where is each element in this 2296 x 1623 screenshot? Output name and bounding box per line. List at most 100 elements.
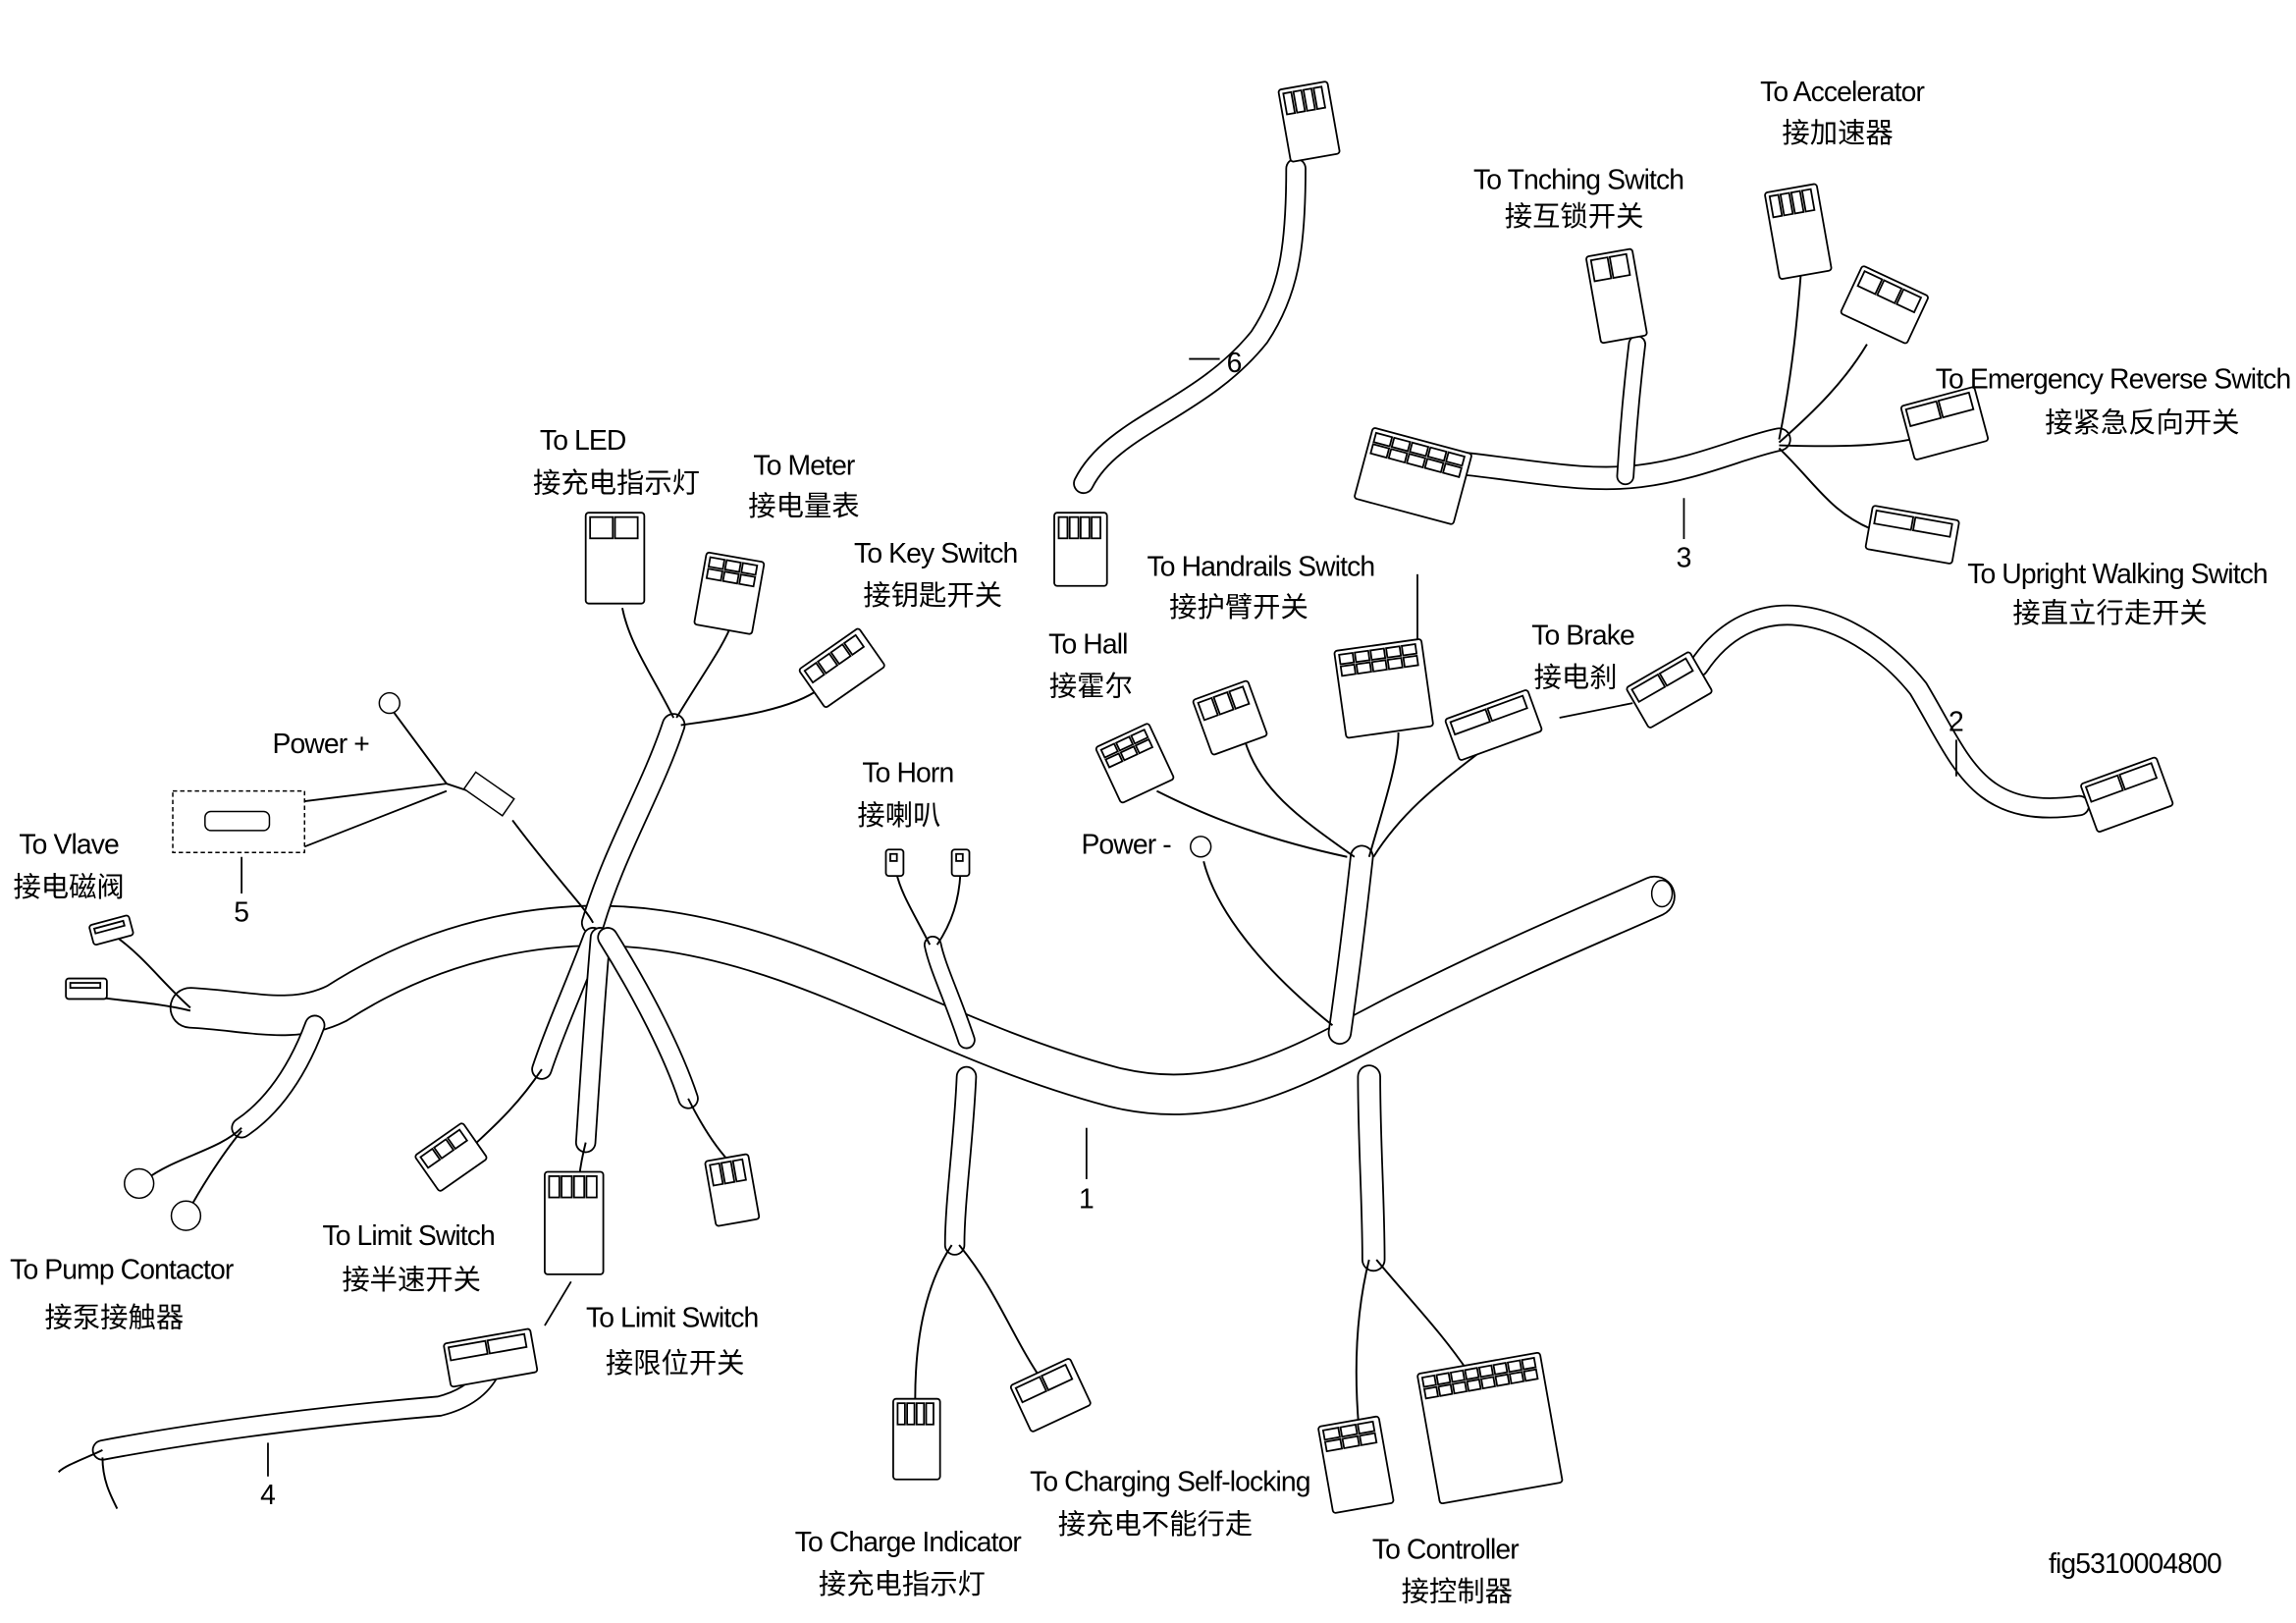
harness-1-valve-branch <box>231 1014 326 1139</box>
connector-harness-6-top <box>1277 81 1341 163</box>
label-horn-zh: 接喇叭 <box>857 800 940 832</box>
label-emergency: To Emergency Reverse Switch <box>1936 363 2291 395</box>
connector-harness-6-bottom <box>1053 512 1108 587</box>
label-accelerator: To Accelerator <box>1760 77 1924 108</box>
connector-harness-4 <box>443 1327 539 1388</box>
power-minus-ring-terminal <box>1190 836 1212 858</box>
harness-3 <box>1430 427 1791 491</box>
label-handrails: To Handrails Switch <box>1147 551 1374 582</box>
connector-inching <box>1585 247 1648 345</box>
label-led: To LED <box>540 425 626 457</box>
pump-ring-terminal <box>170 1200 202 1231</box>
figure-id: fig5310004800 <box>2049 1548 2221 1580</box>
callout-1: 1 <box>1079 1184 1095 1216</box>
label-inching-zh: 接互锁开关 <box>1505 201 1644 233</box>
labels: To Accelerator 接加速器 To Tnching Switch 接互… <box>10 77 2291 1608</box>
label-meter: To Meter <box>753 450 855 481</box>
label-hall: To Hall <box>1048 628 1127 660</box>
harness-1-handrails-branch <box>1327 844 1374 1045</box>
connector-emergency-2 <box>1899 386 1990 460</box>
fuse-detail-box <box>172 789 306 854</box>
label-limit-switch-1: To Limit Switch <box>322 1220 494 1252</box>
label-pump-contactor: To Pump Contactor <box>10 1254 234 1285</box>
callout-5: 5 <box>234 896 249 928</box>
connector-key-switch <box>798 627 885 708</box>
label-power-plus: Power + <box>272 729 369 760</box>
connector-handrails <box>1333 638 1434 739</box>
harness-1-main <box>169 875 1676 1115</box>
connector-upright <box>1864 505 1960 565</box>
power-plus-ring-terminal <box>378 691 400 715</box>
label-pump-contactor-zh: 接泵接触器 <box>45 1303 185 1334</box>
label-limit-switch-2: To Limit Switch <box>586 1303 758 1334</box>
connector-harness-2-end <box>2080 756 2174 833</box>
label-valve: To Vlave <box>19 830 119 861</box>
label-charge-indicator-zh: 接充电指示灯 <box>819 1569 986 1600</box>
label-limit-switch-2-zh: 接限位开关 <box>606 1348 745 1380</box>
harness-1-charge-branch <box>943 1065 978 1256</box>
connector-charging-lock <box>1009 1358 1092 1433</box>
label-limit-switch-1-zh: 接半速开关 <box>342 1265 481 1296</box>
harness-1-limit-branch-3 <box>597 927 699 1109</box>
connector-brake-b <box>1626 651 1713 729</box>
connector-brake-a <box>1444 689 1543 761</box>
label-key-switch: To Key Switch <box>854 538 1017 569</box>
connector-limit-b <box>544 1170 605 1275</box>
fuse-holder <box>462 771 515 817</box>
label-brake: To Brake <box>1531 620 1634 651</box>
label-upright: To Upright Walking Switch <box>1967 559 2268 590</box>
label-brake-zh: 接电刹 <box>1534 663 1618 694</box>
label-charging-self-locking-zh: 接充电不能行走 <box>1058 1509 1253 1541</box>
label-inching: To Tnching Switch <box>1473 165 1683 196</box>
label-upright-zh: 接直立行走开关 <box>2012 598 2207 629</box>
label-horn: To Horn <box>862 758 953 789</box>
label-led-zh: 接充电指示灯 <box>533 467 700 499</box>
label-handrails-zh: 接护臂开关 <box>1169 592 1308 623</box>
connector-harness-3-main <box>1354 427 1472 525</box>
harness-4 <box>91 1359 502 1461</box>
harness-end-cap <box>1650 879 1674 908</box>
pump-ring-terminal <box>124 1167 155 1200</box>
harness-4-lead <box>101 1457 119 1509</box>
label-accelerator-zh: 接加速器 <box>1782 118 1893 149</box>
connector-valve-2 <box>65 977 108 1001</box>
connector-led <box>584 512 646 605</box>
connector-emergency <box>1840 265 1929 345</box>
label-valve-zh: 接电磁阀 <box>13 872 124 903</box>
connector-hall-2 <box>1095 723 1175 804</box>
harness-3-inching-branch <box>1616 335 1646 486</box>
connector-hall <box>1192 679 1268 756</box>
callout-2: 2 <box>1949 706 1964 737</box>
connector-charge-indicator <box>892 1397 941 1481</box>
connectors <box>65 81 2174 1514</box>
fuse-icon <box>204 810 271 832</box>
label-charge-indicator: To Charge Indicator <box>795 1527 1022 1558</box>
callout-3: 3 <box>1677 542 1692 573</box>
connector-meter <box>693 551 766 635</box>
connector-horn-1 <box>884 848 905 878</box>
label-hall-zh: 接霍尔 <box>1049 672 1133 703</box>
connector-accelerator <box>1764 183 1833 280</box>
harnesses <box>57 157 2090 1509</box>
callout-6: 6 <box>1227 348 1243 379</box>
harness-4-lead <box>57 1449 103 1473</box>
label-controller-zh: 接控制器 <box>1402 1577 1513 1608</box>
label-meter-zh: 接电量表 <box>748 491 859 522</box>
label-charging-self-locking: To Charging Self-locking <box>1030 1467 1310 1498</box>
harness-1-limit-branch-2 <box>574 927 612 1154</box>
connector-controller-a <box>1317 1415 1395 1514</box>
harness-1-controller-branch <box>1357 1064 1386 1272</box>
ring-terminals <box>124 691 1674 1231</box>
callout-4: 4 <box>260 1480 276 1511</box>
connector-controller-b <box>1416 1351 1564 1505</box>
connector-limit-c <box>704 1153 761 1227</box>
harness-1-limit-branch <box>531 927 604 1080</box>
harness-1-horn-branch <box>923 935 976 1050</box>
connector-valve-1 <box>88 914 134 947</box>
connector-limit-a <box>414 1122 488 1192</box>
label-controller: To Controller <box>1372 1534 1519 1565</box>
connector-horn-2 <box>950 848 971 878</box>
label-key-switch-zh: 接钥匙开关 <box>863 580 1002 612</box>
